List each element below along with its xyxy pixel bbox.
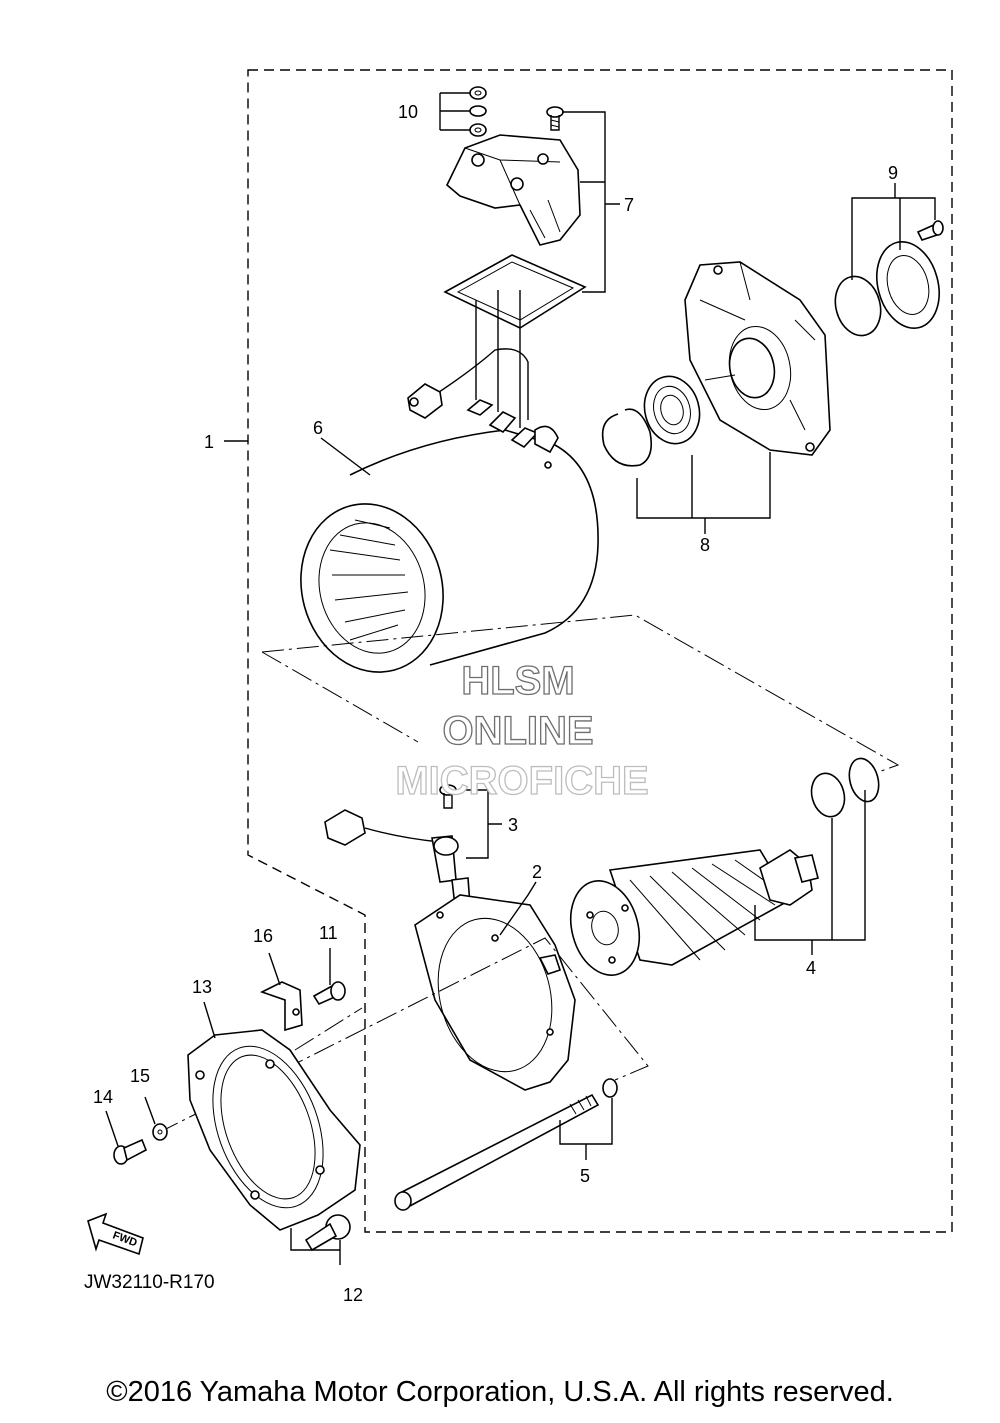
callout-1[interactable]: 1 xyxy=(204,432,214,452)
fwd-arrow-icon: FWD xyxy=(87,1212,144,1256)
end-bracket-part[interactable] xyxy=(684,261,831,456)
terminal-nuts-part[interactable] xyxy=(469,86,487,137)
cover-screw-part[interactable] xyxy=(546,106,564,131)
end-cover-part[interactable] xyxy=(187,1029,361,1231)
cover-plate-part[interactable] xyxy=(868,235,949,336)
through-bolt-part[interactable] xyxy=(394,1093,600,1211)
diagram-code: JW32110-R170 xyxy=(84,1272,215,1293)
callout-11[interactable]: 11 xyxy=(319,923,338,943)
callout-4[interactable]: 4 xyxy=(806,958,816,978)
o-ring-part[interactable] xyxy=(829,271,887,340)
callout-2[interactable]: 2 xyxy=(532,862,542,882)
callout-10[interactable]: 10 xyxy=(398,102,418,122)
callout-13[interactable]: 13 xyxy=(192,977,212,997)
callout-12[interactable]: 12 xyxy=(343,1285,363,1305)
assembly-boundary xyxy=(247,69,953,1233)
bracket-clip-part[interactable] xyxy=(259,981,303,1032)
callout-6[interactable]: 6 xyxy=(313,418,323,438)
watermark-line3: MICROFICHE xyxy=(395,759,648,803)
armature-snap-rings-part[interactable] xyxy=(807,755,883,820)
cover-gasket-part[interactable] xyxy=(443,254,587,329)
mount-bolt-part[interactable] xyxy=(304,1214,351,1252)
cover-washer-part[interactable] xyxy=(152,1123,168,1141)
yoke-stator-part[interactable] xyxy=(282,429,599,688)
callout-5[interactable]: 5 xyxy=(580,1166,590,1186)
speed-sensor-part[interactable] xyxy=(324,809,471,907)
callout-16[interactable]: 16 xyxy=(253,926,273,946)
watermark-line1: HLSM xyxy=(461,659,574,703)
cover-bolt-part[interactable] xyxy=(113,1138,148,1165)
frame-housing-part[interactable] xyxy=(414,894,576,1091)
copyright-notice: ©2016 Yamaha Motor Corporation, U.S.A. A… xyxy=(106,1376,894,1408)
callout-14[interactable]: 14 xyxy=(93,1087,113,1107)
bearing-part[interactable] xyxy=(637,370,707,450)
bracket-bolt-part[interactable] xyxy=(312,981,346,1006)
terminal-cover-part[interactable] xyxy=(446,134,581,246)
callout-7[interactable]: 7 xyxy=(624,195,634,215)
watermark-line2: ONLINE xyxy=(442,709,593,753)
stator-terminals-part[interactable] xyxy=(466,290,559,454)
through-bolt-washer-part[interactable] xyxy=(602,1078,618,1098)
callout-8[interactable]: 8 xyxy=(700,535,710,555)
callout-9[interactable]: 9 xyxy=(888,163,898,183)
armature-part[interactable] xyxy=(561,849,819,983)
callout-15[interactable]: 15 xyxy=(130,1066,150,1086)
stator-lead-connector-part[interactable] xyxy=(407,348,529,420)
callout-3[interactable]: 3 xyxy=(508,815,518,835)
plate-screw-part[interactable] xyxy=(916,220,944,241)
circlip-part[interactable] xyxy=(601,408,653,467)
